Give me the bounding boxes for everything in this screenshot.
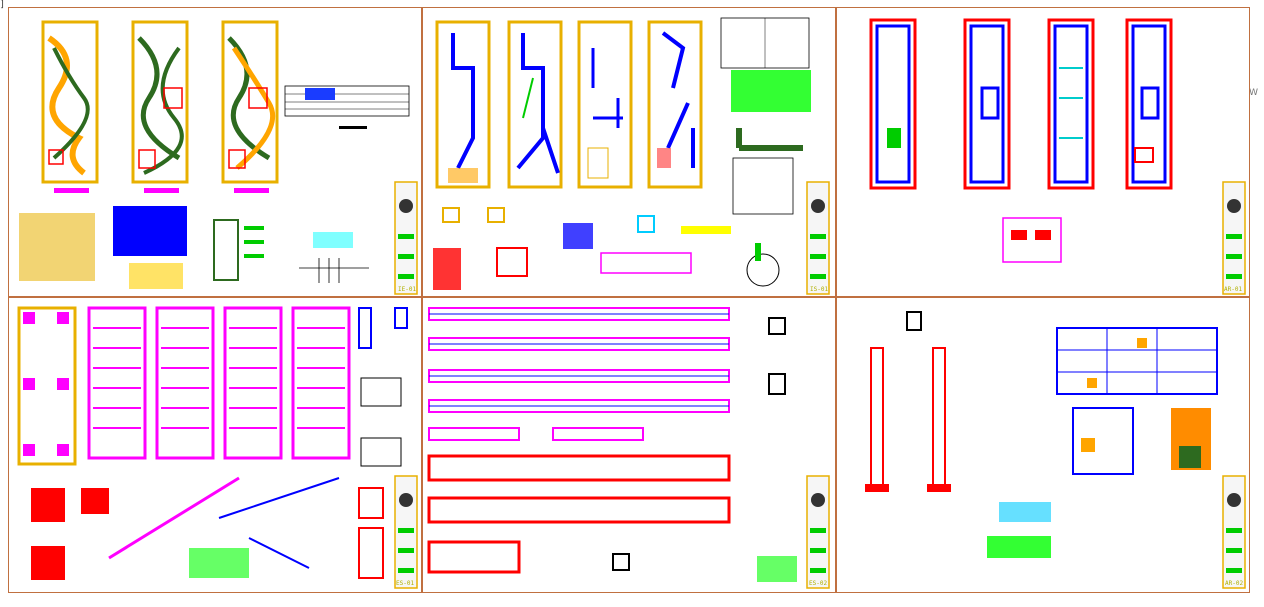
slab-plan-1 <box>87 306 147 460</box>
title-block <box>806 475 830 589</box>
title-block <box>806 181 830 295</box>
single-line-diagram <box>299 258 369 283</box>
beam-table <box>757 556 797 582</box>
sheet-code: AR-01 <box>1224 286 1243 293</box>
arch-plan-1 <box>869 18 917 190</box>
facade-render <box>1171 408 1211 470</box>
beam-elevation-4 <box>428 399 730 413</box>
sheet-ie-01[interactable]: IE-01 <box>8 7 422 297</box>
sheet-ar-02[interactable]: AR-02 <box>836 297 1250 593</box>
foundation-beam-2 <box>427 496 731 524</box>
beam-elevation-1 <box>428 307 730 321</box>
plumbing-notes <box>731 70 811 112</box>
details-row <box>433 207 780 290</box>
foundation-beam-1 <box>427 454 731 482</box>
tank-detail <box>732 128 803 215</box>
sheet-code: ES-02 <box>809 580 828 587</box>
sheet-ie-01-drawing <box>19 20 418 295</box>
sheet-is-01-drawing <box>433 17 830 295</box>
plumbing-plan-3 <box>577 20 633 189</box>
beam-elevation-3 <box>428 369 730 383</box>
column-section <box>906 311 922 331</box>
sheet-code: ES-01 <box>396 580 415 587</box>
sheet-code: IS-01 <box>810 286 829 293</box>
plumbing-plan-1 <box>435 20 491 189</box>
beam-elevation-2 <box>428 337 730 351</box>
ar-notes <box>987 536 1051 558</box>
title-block <box>394 475 418 589</box>
footing-details <box>31 488 109 580</box>
sheet-es-02-drawing <box>427 307 830 589</box>
sheet-code: AR-02 <box>1225 580 1244 587</box>
title-block <box>1222 475 1246 589</box>
edge-glyph: ] <box>0 0 4 10</box>
title-block <box>394 181 418 295</box>
sheet-es-02[interactable]: ES-02 <box>422 297 836 593</box>
column-elevation-2 <box>927 347 951 492</box>
foundation-plan <box>17 306 77 466</box>
building-section <box>1056 327 1218 395</box>
right-edge-glyph: W <box>1249 88 1258 98</box>
legend-table-2 <box>113 206 187 256</box>
sheet-es-01[interactable]: ES-01 <box>8 297 422 593</box>
single-line-table <box>313 232 353 248</box>
plumbing-plan-2 <box>507 20 563 189</box>
door-window-table <box>999 502 1051 522</box>
slab-plan-3 <box>223 306 283 460</box>
slab-plan-2 <box>155 306 215 460</box>
arch-plan-3 <box>1047 18 1095 190</box>
arch-plan-4 <box>1125 18 1173 190</box>
foundation-beam-3 <box>427 540 521 574</box>
panel-detail <box>213 219 264 281</box>
sheet-code: IE-01 <box>398 286 417 293</box>
column-elevation-1 <box>865 347 889 492</box>
building-elevation <box>1072 407 1134 475</box>
sheet-es-01-drawing <box>17 306 418 589</box>
beam-sections <box>612 317 786 571</box>
arch-plan-2 <box>963 18 1011 190</box>
legend-table-1 <box>19 213 95 281</box>
sheet-ar-01[interactable]: AR-01 <box>836 7 1250 297</box>
stair-sections <box>108 476 340 578</box>
floor-plan-2 <box>131 20 189 193</box>
beam-elevation-5 <box>428 427 644 441</box>
floor-plan-3 <box>221 20 279 193</box>
legend-table-3 <box>129 263 183 289</box>
sheet-is-01[interactable]: IS-01 <box>422 7 836 297</box>
floor-plan-1 <box>41 20 99 193</box>
finishes-table <box>1002 217 1062 263</box>
sheet-ar-02-drawing <box>865 311 1246 589</box>
plumbing-plan-4 <box>647 20 703 189</box>
title-block <box>1222 181 1246 295</box>
column-details <box>358 307 408 579</box>
slab-plan-4 <box>291 306 351 460</box>
sheet-ar-01-drawing <box>869 18 1246 295</box>
load-table <box>284 85 410 129</box>
